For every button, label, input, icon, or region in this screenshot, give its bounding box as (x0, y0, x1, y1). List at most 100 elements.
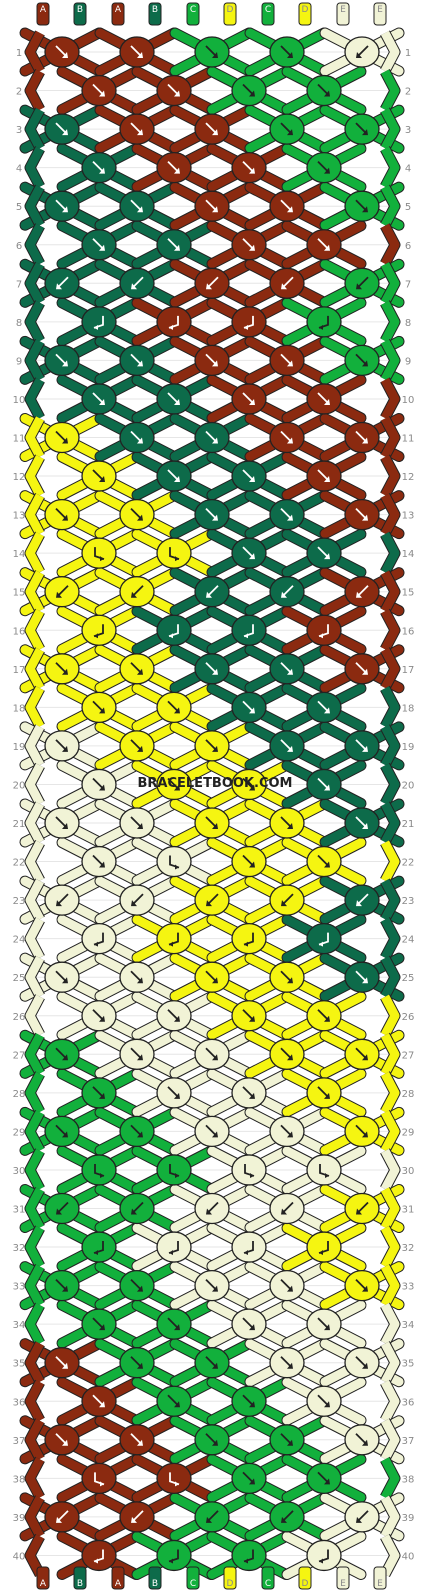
edge-strand-right (381, 1495, 400, 1538)
knot-arrow-head (137, 437, 143, 444)
knot-arrow-head (62, 668, 68, 675)
knot-ellipse (81, 923, 117, 955)
knot (306, 923, 342, 955)
strand-label: D (227, 1579, 234, 1589)
row-number-right: 1 (405, 48, 411, 59)
knot-arrow-head (174, 1092, 180, 1099)
knot (156, 383, 192, 415)
knot (44, 498, 80, 531)
strand-label: E (340, 1579, 346, 1589)
knot (231, 383, 267, 415)
knot (44, 267, 80, 299)
knot (81, 1385, 117, 1417)
knot-arrow-head (94, 1250, 98, 1256)
knot-arrow-head (99, 861, 105, 868)
knot (156, 537, 192, 569)
edge-strand-right (381, 763, 400, 806)
edge-strand-right (381, 1457, 400, 1500)
knot (81, 923, 117, 955)
knot-arrow-head (324, 167, 330, 174)
edge-strand-left (25, 30, 44, 74)
strand-end-tab (223, 1566, 237, 1590)
row-number-right: 13 (402, 511, 415, 522)
knot (194, 421, 230, 454)
knot (344, 190, 380, 222)
knot-arrow-head (356, 283, 362, 290)
knot (194, 961, 230, 993)
knot-arrow-head (324, 1015, 330, 1022)
knot-arrow-head (174, 784, 180, 791)
knot-arrow-head (249, 244, 255, 251)
knot-arrow-head (356, 591, 362, 598)
row-number-right: 20 (402, 780, 415, 791)
knot-grid (44, 36, 380, 1572)
row-number-left: 31 (13, 1205, 26, 1216)
row-number-left: 16 (13, 626, 26, 637)
knot-arrow-head (362, 360, 368, 367)
edge-strand-right (381, 840, 400, 883)
edge-strand-right (381, 917, 400, 960)
knot-arrow-head (212, 823, 218, 829)
knot-ellipse (81, 306, 117, 338)
strand-end-tab (148, 2, 162, 26)
row-number-left: 36 (13, 1397, 26, 1408)
knot-arrow-head (362, 668, 368, 675)
knot-ellipse (156, 537, 192, 569)
knot-arrow-head (212, 129, 218, 136)
strand-end-tab (298, 2, 312, 26)
knot-arrow-head (62, 1054, 68, 1061)
edge-strand-left (25, 1303, 44, 1346)
edge-strand-right (381, 493, 400, 536)
knot (344, 576, 380, 608)
knot-arrow-head (212, 745, 218, 752)
knot (44, 1115, 80, 1148)
edge-strand-right (381, 108, 400, 151)
strand-label: A (40, 5, 47, 15)
row-number-right: 24 (402, 935, 415, 946)
edge-strand-right (381, 377, 400, 421)
knot (269, 884, 305, 916)
knot-arrow-head (212, 977, 218, 984)
knot (119, 807, 155, 839)
knot (81, 74, 117, 107)
row-number-right: 29 (402, 1127, 415, 1138)
knot-arrow-head (287, 1285, 293, 1292)
edge-strand-left (25, 1033, 44, 1076)
knot-arrow-head (137, 745, 143, 752)
knot (119, 961, 155, 993)
knot (81, 1462, 117, 1494)
row-number-right: 10 (402, 395, 415, 406)
knot (81, 1154, 117, 1186)
knot (81, 1231, 117, 1263)
knot-arrow-head (169, 633, 173, 639)
knot (156, 691, 192, 723)
edge-strand-right (381, 956, 400, 999)
row-number-left: 8 (16, 318, 22, 329)
knot (81, 614, 117, 646)
knot (269, 421, 305, 454)
knot-arrow-head (94, 1558, 98, 1564)
knot (156, 229, 192, 261)
knot-arrow-head (287, 745, 293, 752)
strand-label: B (152, 1579, 158, 1589)
knot-arrow-head (362, 1131, 368, 1138)
knot-arrow-head (212, 1054, 218, 1061)
knot-ellipse (156, 845, 192, 878)
knot (231, 151, 267, 184)
knot-ellipse (156, 1154, 192, 1186)
knot (81, 768, 117, 801)
knot (194, 884, 230, 916)
knot (119, 498, 155, 531)
knot (156, 151, 192, 184)
knot (194, 807, 230, 839)
knot-ellipse (156, 306, 192, 338)
knot (231, 537, 267, 569)
knot-arrow-head (356, 52, 362, 58)
knot (231, 768, 267, 801)
knot (344, 961, 380, 993)
strand-label: E (340, 5, 346, 15)
knot (119, 730, 155, 762)
knot (156, 1077, 192, 1109)
edge-strand-left (25, 1418, 44, 1461)
